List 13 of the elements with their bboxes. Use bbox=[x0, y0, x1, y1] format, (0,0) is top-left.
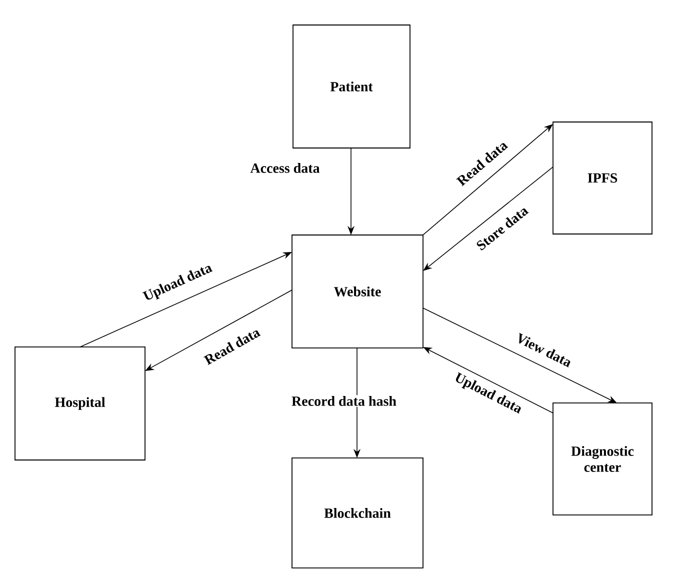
arrow bbox=[423, 166, 554, 271]
process-box: Diagnostic center bbox=[552, 402, 652, 516]
edge-label: Record data hash bbox=[290, 395, 398, 407]
process-box: Hospital bbox=[14, 346, 146, 460]
edge-label: Store data bbox=[474, 203, 530, 253]
edge-label: View data bbox=[514, 330, 574, 370]
edge-label: Access data bbox=[249, 162, 321, 174]
edge-label: Read data bbox=[202, 325, 262, 367]
process-box: Blockchain bbox=[292, 458, 424, 568]
process-box: IPFS bbox=[552, 122, 652, 234]
arrow bbox=[422, 124, 553, 236]
process-box: Patient bbox=[292, 24, 410, 148]
process-box: Website bbox=[292, 234, 424, 348]
